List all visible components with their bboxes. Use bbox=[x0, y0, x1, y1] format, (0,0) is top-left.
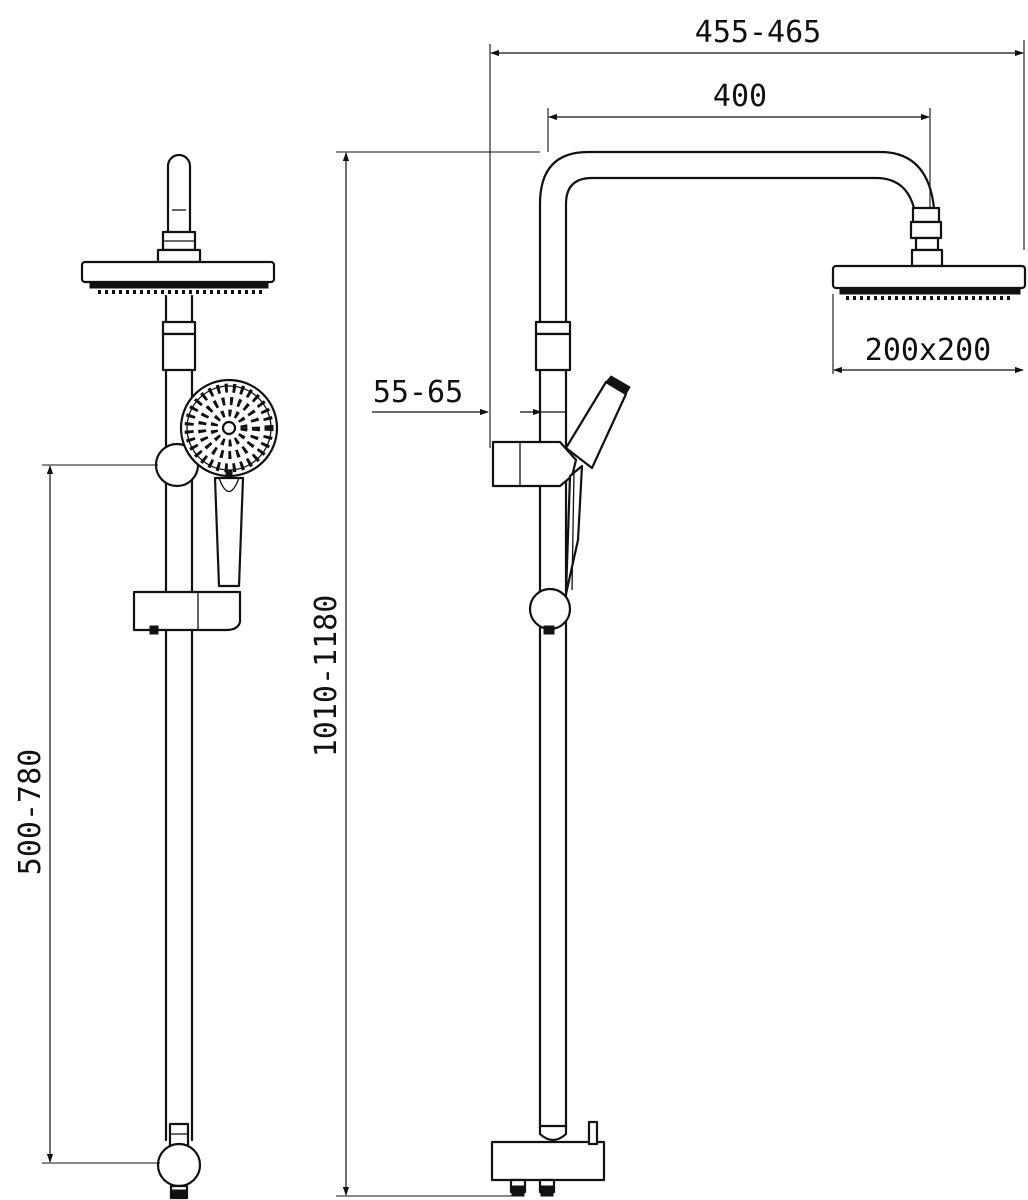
dimension-label-arm-length: 400 bbox=[713, 79, 767, 114]
front-view bbox=[80, 153, 279, 1200]
front-handset bbox=[179, 378, 279, 483]
dimension-label-head-size: 200x200 bbox=[865, 333, 991, 368]
dimension-label-total-height: 1010-1180 bbox=[309, 595, 344, 758]
dimension-label-wall-offset: 55-65 bbox=[373, 375, 463, 410]
dimension-label-slide-range: 500-780 bbox=[13, 749, 48, 875]
side-handset bbox=[564, 375, 631, 596]
dimension-slide-range: 500-780 bbox=[13, 464, 160, 1164]
dimension-label-overall-width: 455-465 bbox=[695, 15, 821, 50]
dimension-wall-offset: 55-65 bbox=[372, 375, 567, 416]
dimension-arm-length: 400 bbox=[547, 79, 931, 208]
dimension-overall-width: 455-465 bbox=[489, 15, 1025, 448]
dimension-total-height: 1010-1180 bbox=[309, 151, 540, 1197]
side-view bbox=[490, 150, 1027, 1197]
dimension-head-size: 200x200 bbox=[832, 294, 1024, 374]
